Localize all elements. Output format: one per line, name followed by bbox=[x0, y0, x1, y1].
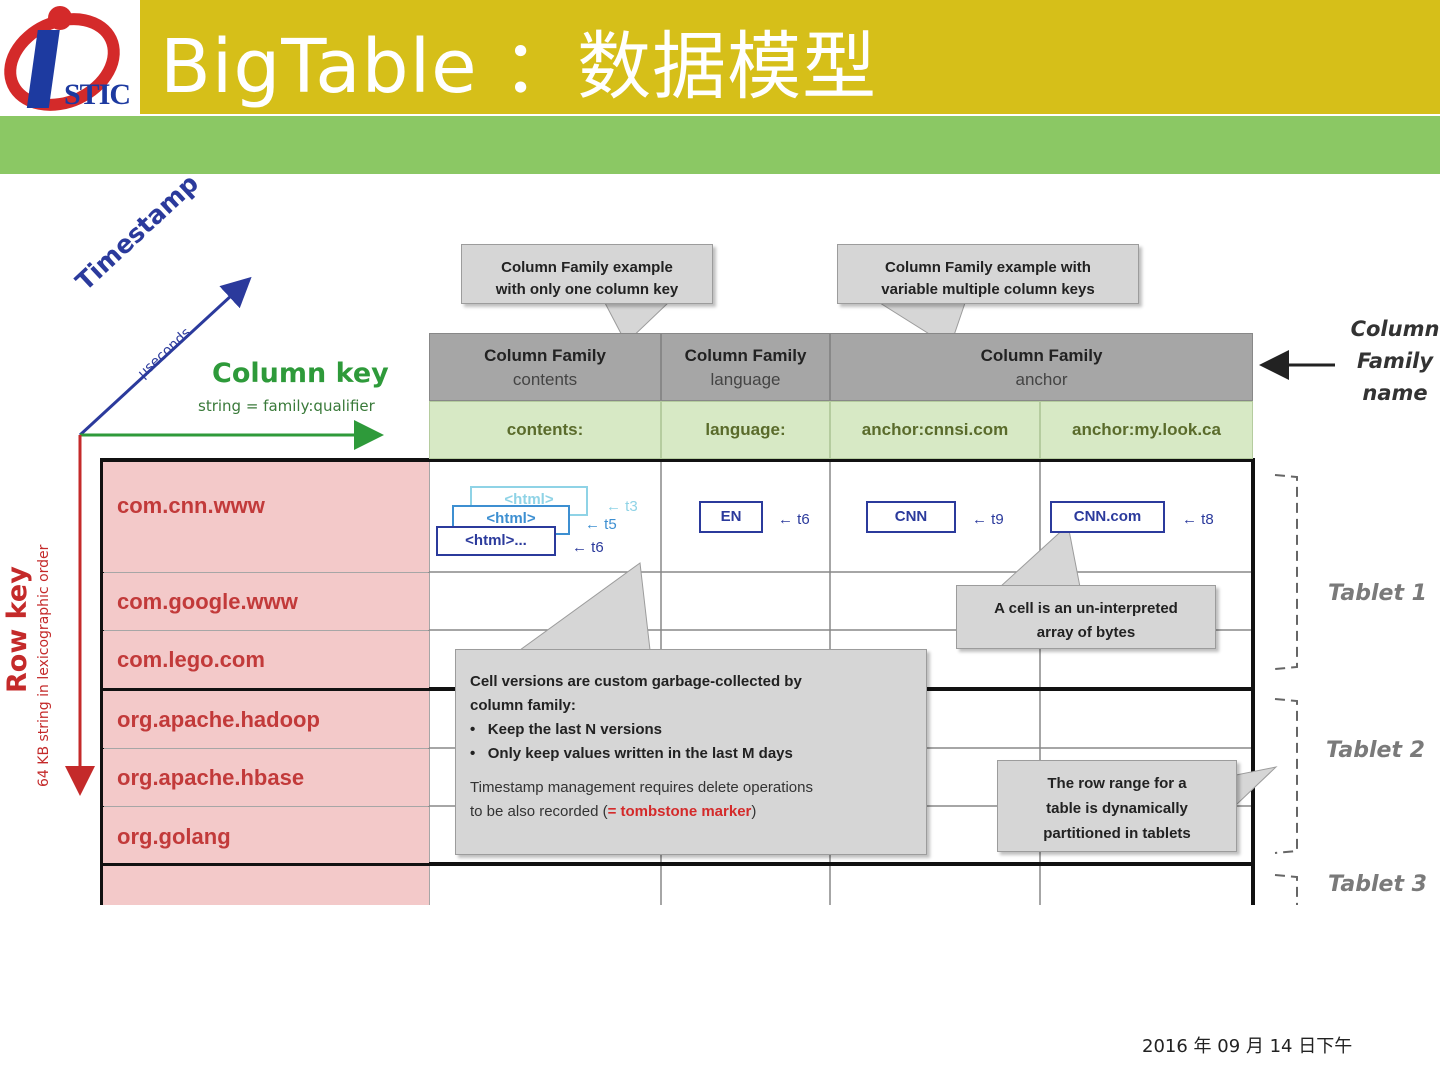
callout-cell: A cell is an un-interpreted array of byt… bbox=[956, 585, 1216, 649]
timestamp-axis bbox=[78, 276, 252, 437]
html-version-t6: <html>... bbox=[436, 526, 556, 556]
title-bar bbox=[140, 0, 1440, 114]
bigtable-diagram: Timestamp µseconds Column key string = f… bbox=[0, 168, 1440, 905]
cf-title: Column Family bbox=[484, 346, 606, 365]
row-key-empty bbox=[103, 866, 429, 905]
callout-cf-multi-line2: variable multiple column keys bbox=[881, 281, 1095, 298]
callout-cf-multi-line1: Column Family example with bbox=[885, 259, 1091, 276]
callout-gc-line1: Cell versions are custom garbage-collect… bbox=[470, 673, 802, 690]
callout-gc-line3: Timestamp management requires delete ope… bbox=[470, 779, 813, 796]
row-key-com-google: com.google.www bbox=[103, 573, 429, 630]
cf-header-contents: Column Family contents bbox=[429, 333, 661, 401]
tablet1-bracket bbox=[1274, 474, 1298, 670]
istic-logo: STIC bbox=[0, 0, 140, 116]
cf-name: language bbox=[710, 370, 781, 389]
callout-range-line1: The row range for a bbox=[1047, 775, 1187, 792]
html-ts-t3: ← t3 bbox=[606, 498, 638, 515]
column-key-label: Column key bbox=[212, 358, 389, 389]
language-ts: ← t6 bbox=[778, 511, 810, 528]
cf-title: Column Family bbox=[980, 346, 1103, 365]
language-cell: EN bbox=[699, 501, 763, 533]
subtitle-bar bbox=[0, 116, 1440, 174]
logo-text: STIC bbox=[64, 78, 131, 111]
tablet2-bracket bbox=[1274, 698, 1298, 854]
callout-cf-one-line2: with only one column key bbox=[495, 281, 679, 298]
html-ts-t5: ← t5 bbox=[585, 516, 617, 533]
tablet-1-label: Tablet 1 bbox=[1328, 581, 1427, 606]
column-key-anchor-mylook: anchor:my.look.ca bbox=[1040, 401, 1253, 459]
column-key-anchor-cnnsi: anchor:cnnsi.com bbox=[830, 401, 1040, 459]
cf-name: anchor bbox=[1015, 370, 1068, 389]
callout-gc-line2: column family: bbox=[470, 697, 576, 714]
cf-name-line1: Column bbox=[1350, 317, 1440, 341]
row-key-org-golang: org.golang bbox=[103, 807, 429, 863]
anchor-cnnsi-cell: CNN bbox=[866, 501, 956, 533]
page-title: BigTable ：数据模型 bbox=[160, 24, 878, 110]
footer-date: 2016 年 09 月 14 日下午 bbox=[1142, 1036, 1353, 1057]
anchor-mylook-cell: CNN.com bbox=[1050, 501, 1165, 533]
row-key-org-apache-hadoop: org.apache.hadoop bbox=[103, 691, 429, 748]
row-key-sub: 64 KB string in lexicographic order bbox=[36, 544, 52, 787]
callout-gc-line4: to be also recorded (= tombstone marker) bbox=[470, 803, 757, 820]
anchor-mylook-ts: ← t8 bbox=[1182, 511, 1214, 528]
tablet3-bracket bbox=[1274, 874, 1298, 905]
tablet-2-label: Tablet 2 bbox=[1326, 738, 1425, 763]
html-ts-t6: ← t6 bbox=[572, 539, 604, 556]
cf-name: contents bbox=[512, 370, 578, 389]
row-key-label: Row key bbox=[2, 566, 33, 693]
cf-header-anchor: Column Family anchor bbox=[830, 333, 1253, 401]
callout-range-line3: partitioned in tablets bbox=[1043, 825, 1191, 842]
callout-gc: Cell versions are custom garbage-collect… bbox=[455, 649, 927, 855]
row-key-com-lego: com.lego.com bbox=[103, 631, 429, 688]
cf-name-line3: name bbox=[1362, 381, 1428, 405]
callout-range-line2: table is dynamically bbox=[1046, 800, 1188, 817]
callout-cell-line1: A cell is an un-interpreted bbox=[994, 600, 1178, 617]
row-key-com-cnn: com.cnn.www bbox=[103, 462, 429, 572]
callout-cf-multi: Column Family example with variable mult… bbox=[837, 244, 1139, 304]
row-key-org-apache-hbase: org.apache.hbase bbox=[103, 749, 429, 806]
cf-title: Column Family bbox=[684, 346, 807, 365]
anchor-cnnsi-ts: ← t9 bbox=[972, 511, 1004, 528]
tombstone-marker: = tombstone marker bbox=[607, 803, 752, 820]
callout-range: The row range for a table is dynamically… bbox=[997, 760, 1237, 852]
callout-gc-bullet1: • Keep the last N versions bbox=[470, 721, 662, 738]
column-key-sub: string = family:qualifier bbox=[198, 397, 375, 415]
cf-name-line2: Family bbox=[1356, 349, 1434, 373]
column-key-language: language: bbox=[661, 401, 830, 459]
cf-header-language: Column Family language bbox=[661, 333, 830, 401]
tablet-3-label: Tablet 3 bbox=[1328, 872, 1427, 897]
column-key-contents: contents: bbox=[429, 401, 661, 459]
callout-gc-bullet2: • Only keep values written in the last M… bbox=[470, 745, 793, 762]
callout-cell-line2: array of bytes bbox=[1036, 624, 1136, 641]
logo-emblem-icon bbox=[4, 6, 120, 111]
callout-cf-one-line1: Column Family example bbox=[501, 259, 673, 276]
callout-cf-one: Column Family example with only one colu… bbox=[461, 244, 713, 304]
